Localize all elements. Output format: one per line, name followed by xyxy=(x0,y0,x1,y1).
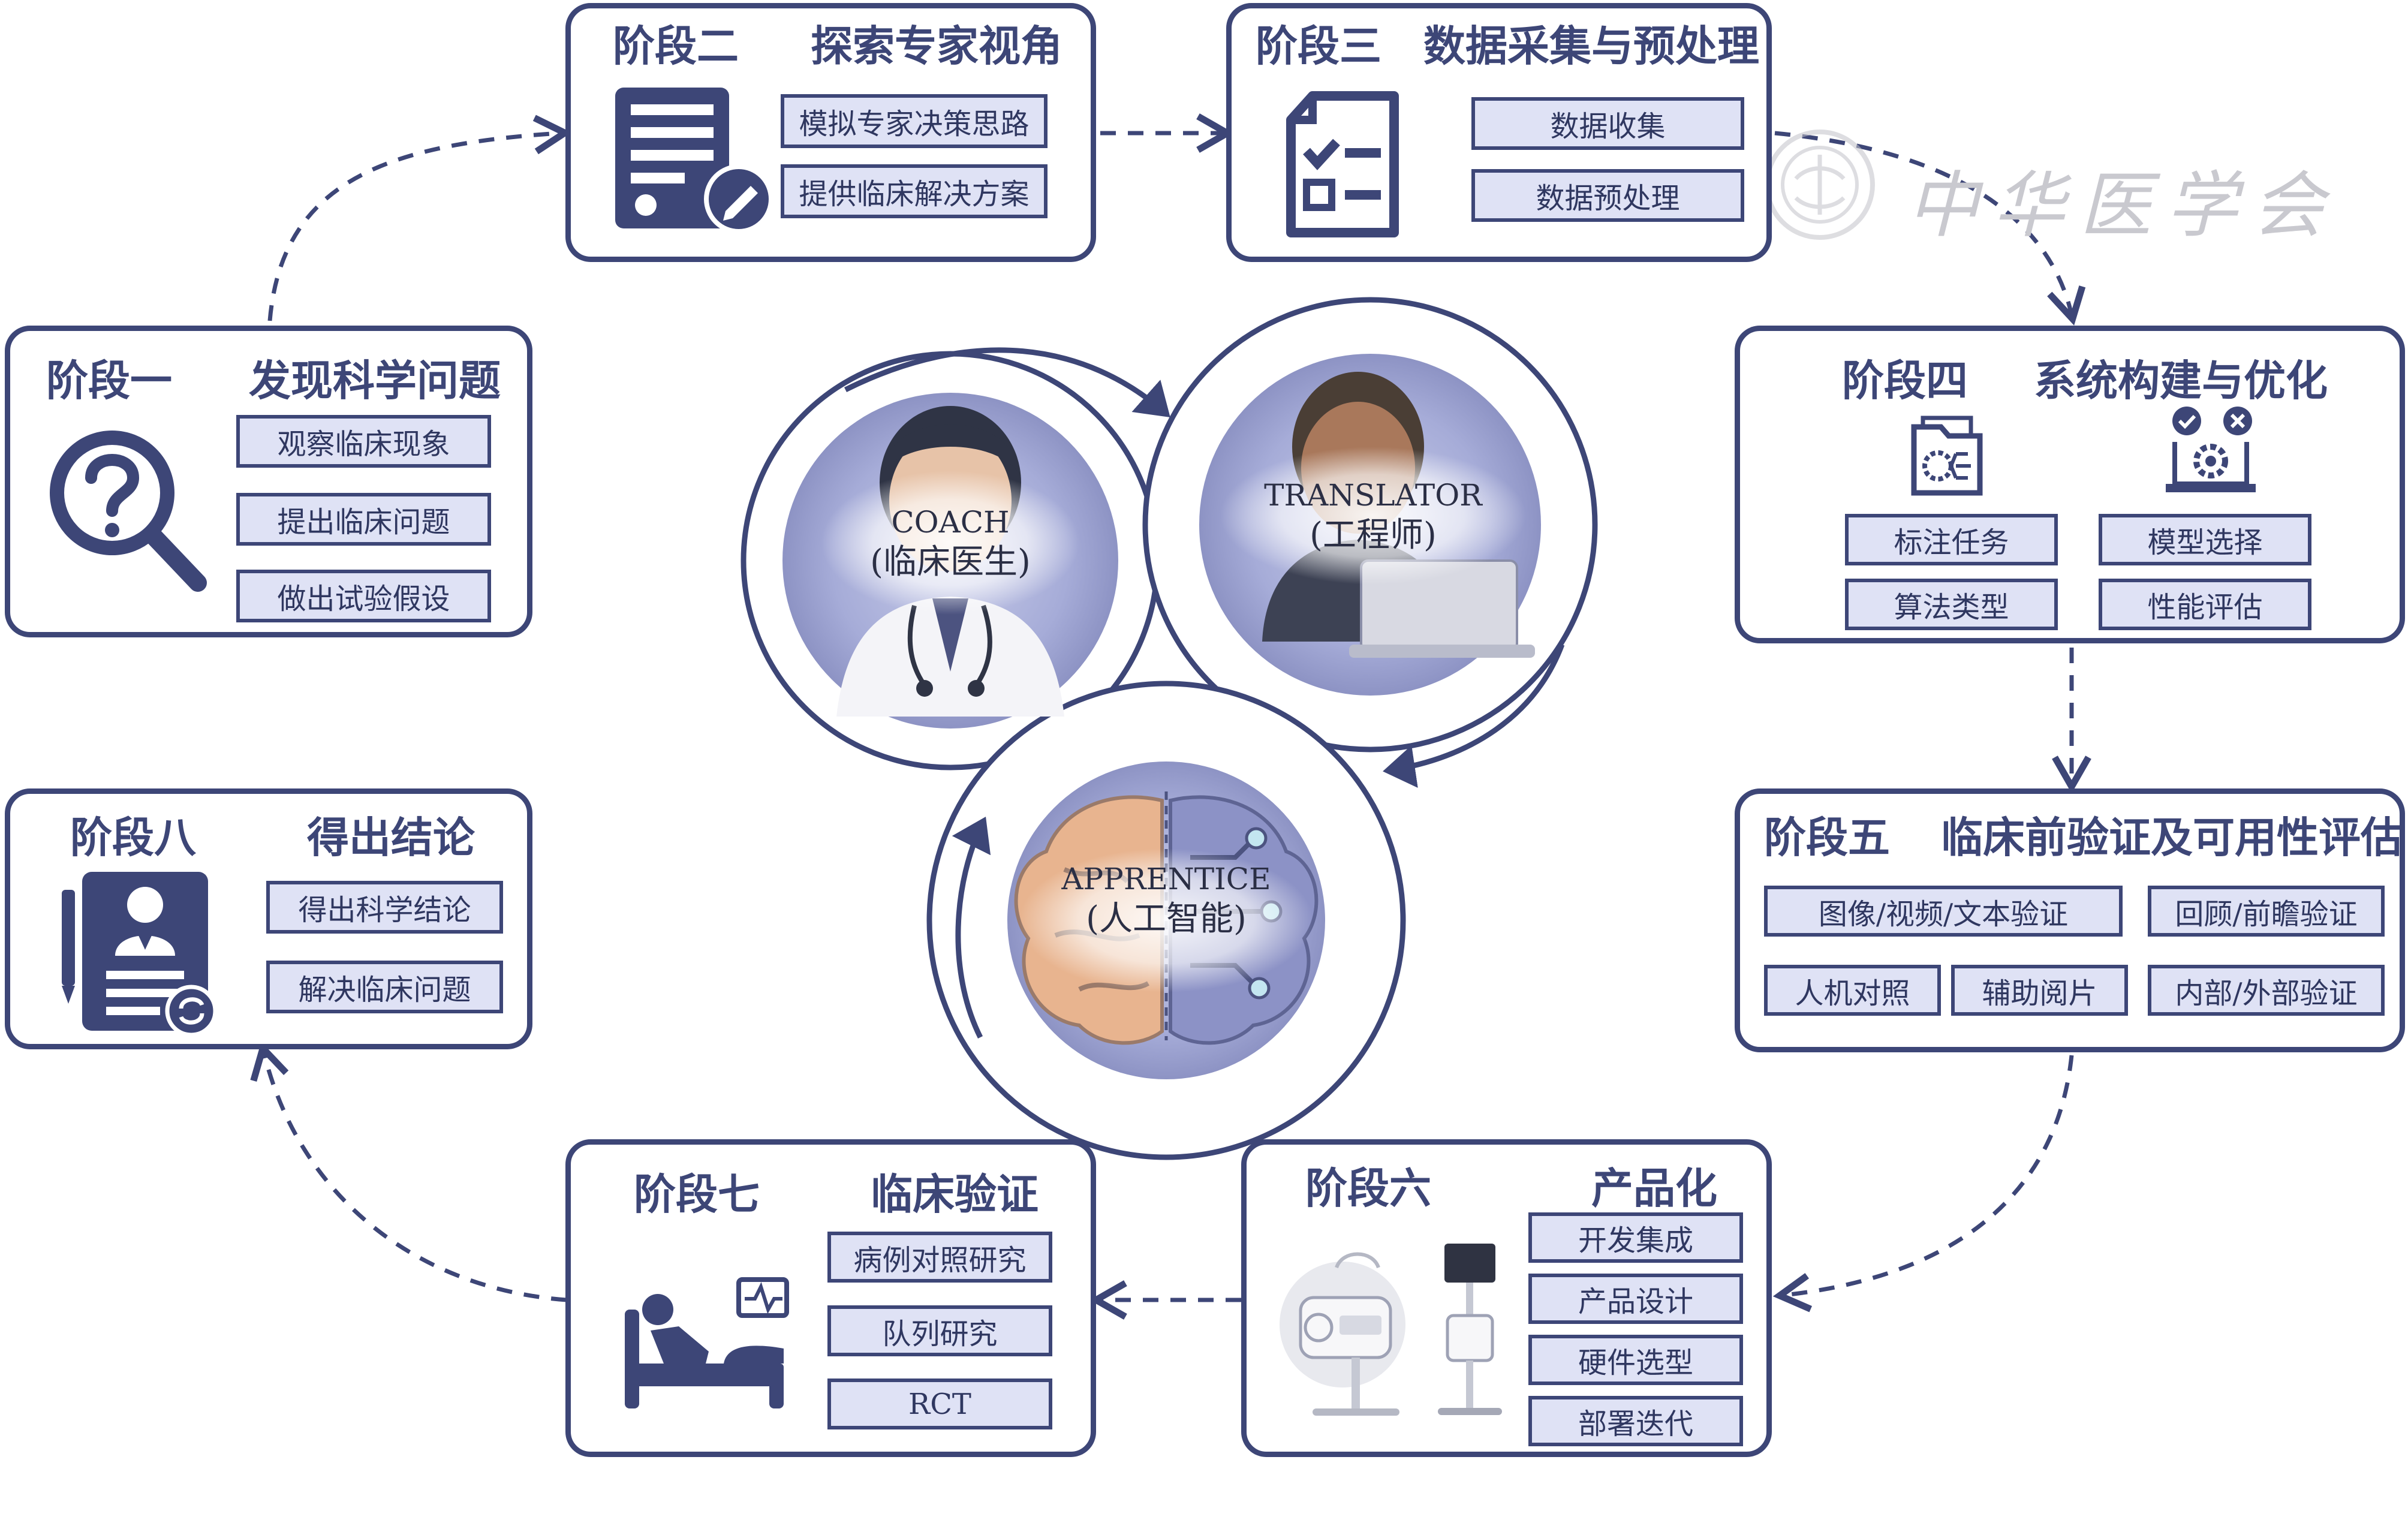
stage-1-item-1: 观察临床现象 xyxy=(236,415,491,468)
stage-8-label: 阶段八 xyxy=(70,813,196,862)
role-apprentice-label: APPRENTICE (人工智能) xyxy=(1031,860,1301,940)
cycle-arrow-apprentice-to-coach xyxy=(952,816,991,1039)
dashed-arrows xyxy=(250,113,2091,1320)
stage-6-item-3: 硬件选型 xyxy=(1528,1335,1743,1385)
role-coach-label: COACH (临床医生) xyxy=(830,504,1070,583)
role-translator-label: TRANSLATOR (工程师) xyxy=(1235,477,1511,556)
stage-2-box: 阶段二 探索专家视角 模拟专家决策思路 提供临床解决方案 xyxy=(565,3,1096,262)
stage-2-item-2: 提供临床解决方案 xyxy=(781,164,1048,218)
stage-5-title: 临床前验证及可用性评估 xyxy=(1941,813,2403,862)
stage-4-box: 阶段四 系统构建与优化 标注任务 模型选择 算法类型 性能评估 xyxy=(1735,326,2405,643)
stage-3-title: 数据采集与预处理 xyxy=(1423,22,1759,71)
document-pen-icon xyxy=(615,88,773,232)
stage-1-label: 阶段一 xyxy=(46,356,172,405)
watermark-seal xyxy=(1765,130,1875,240)
stage-5-box: 阶段五 临床前验证及可用性评估 图像/视频/文本验证 回顾/前瞻验证 人机对照 … xyxy=(1735,788,2405,1052)
stage-2-title: 探索专家视角 xyxy=(811,22,1062,71)
stage-5-item-4: 辅助阅片 xyxy=(1951,965,2128,1016)
stage-6-item-1: 开发集成 xyxy=(1528,1212,1743,1263)
stage-6-label: 阶段六 xyxy=(1305,1164,1431,1213)
stage-2-label: 阶段二 xyxy=(613,22,739,71)
stage-1-item-2: 提出临床问题 xyxy=(236,493,491,546)
role-translator-sub: (工程师) xyxy=(1310,515,1437,555)
stage-6-item-4: 部署迭代 xyxy=(1528,1396,1743,1446)
arrow-stage1-to-stage2 xyxy=(267,115,572,321)
stage-7-item-1: 病例对照研究 xyxy=(827,1232,1052,1283)
role-translator-name: TRANSLATOR xyxy=(1264,478,1482,513)
cycle-arrow-coach-to-translator xyxy=(844,347,1170,417)
role-apprentice-sub: (人工智能) xyxy=(1086,899,1247,938)
stage-7-label: 阶段七 xyxy=(634,1170,760,1219)
stage-7-title: 临床验证 xyxy=(871,1170,1039,1219)
stage-4-item-4: 性能评估 xyxy=(2099,579,2311,630)
stage-8-title: 得出结论 xyxy=(307,813,475,862)
stage-3-label: 阶段三 xyxy=(1256,22,1381,71)
stage-3-item-2: 数据预处理 xyxy=(1471,169,1744,222)
stage-3-box: 阶段三 数据采集与预处理 数据收集 数据预处理 xyxy=(1226,3,1772,262)
stage-6-box: 阶段六 产品化 开发集成 产品设计 硬件选型 部署迭代 xyxy=(1241,1139,1772,1457)
stage-5-item-3: 人机对照 xyxy=(1764,965,1941,1016)
arrow-stage7-to-stage8 xyxy=(250,1042,567,1302)
checklist-icon xyxy=(1286,91,1399,237)
stage-4-item-2: 模型选择 xyxy=(2099,514,2311,565)
laptop-settings-icon xyxy=(2166,407,2256,492)
question-magnifier-icon xyxy=(50,431,207,592)
stage-5-label: 阶段五 xyxy=(1764,813,1890,862)
stage-6-item-2: 产品设计 xyxy=(1528,1274,1743,1324)
stage-6-title: 产品化 xyxy=(1591,1164,1717,1213)
stage-4-item-3: 算法类型 xyxy=(1845,579,2058,630)
arrow-stage3-to-stage4 xyxy=(1774,131,2086,326)
doctor-report-icon xyxy=(62,872,218,1037)
stage-8-item-2: 解决临床问题 xyxy=(266,961,503,1013)
stage-8-item-1: 得出科学结论 xyxy=(266,881,503,934)
stage-8-box: 阶段八 得出结论 得出科学结论 解决临床问题 xyxy=(5,788,532,1049)
stage-4-title: 系统构建与优化 xyxy=(2034,356,2328,405)
stage-5-item-5: 内部/外部验证 xyxy=(2148,965,2385,1016)
stage-7-item-3: RCT xyxy=(827,1379,1052,1429)
role-cycle xyxy=(741,297,1598,1160)
cycle-arrow-translator-to-apprentice xyxy=(1383,643,1565,788)
arrow-stage5-to-stage6 xyxy=(1772,1055,2074,1313)
stage-7-item-2: 队列研究 xyxy=(827,1305,1052,1356)
stage-1-item-3: 做出试验假设 xyxy=(236,570,491,622)
role-apprentice-name: APPRENTICE xyxy=(1061,862,1271,896)
stage-5-item-2: 回顾/前瞻验证 xyxy=(2148,886,2385,937)
role-coach-sub: (临床医生) xyxy=(870,542,1031,582)
stage-2-item-1: 模拟专家决策思路 xyxy=(781,94,1048,148)
stage-1-title: 发现科学问题 xyxy=(249,356,501,405)
process-folder-icon xyxy=(1911,416,1983,496)
stage-4-label: 阶段四 xyxy=(1842,356,1968,405)
stage-4-item-1: 标注任务 xyxy=(1845,514,2058,565)
role-coach-name: COACH xyxy=(891,505,1010,540)
stage-1-box: 阶段一 发现科学问题 观察临床现象 提出临床问题 做出试验假设 xyxy=(5,326,532,637)
stage-3-item-1: 数据收集 xyxy=(1471,97,1744,150)
medical-device-image xyxy=(1280,1244,1502,1416)
stage-7-box: 阶段七 临床验证 病例对照研究 队列研究 RCT xyxy=(565,1139,1096,1457)
patient-bed-monitor-icon xyxy=(625,1277,789,1408)
watermark-text: 中华医学会 xyxy=(1907,164,2338,248)
stage-5-item-1: 图像/视频/文本验证 xyxy=(1764,886,2123,937)
